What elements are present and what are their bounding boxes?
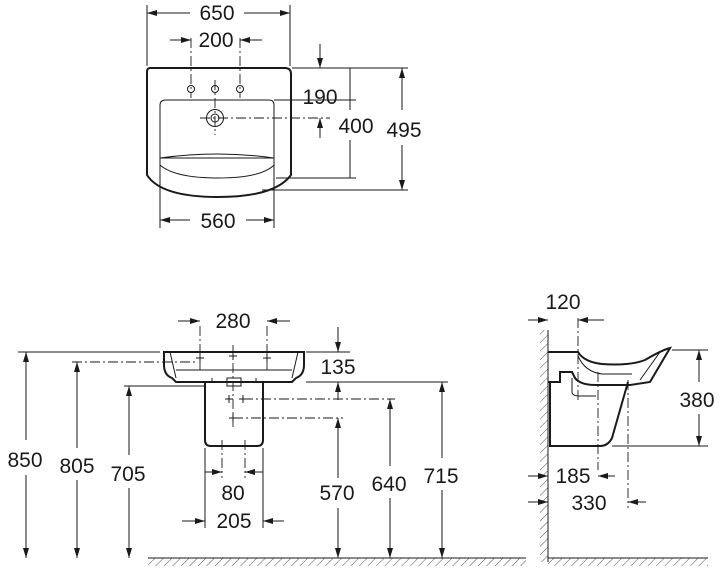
arrow-495-top: [399, 68, 405, 78]
arrow-650-left: [147, 10, 157, 16]
arrow-705-top: [126, 386, 132, 396]
dim-560: 560: [200, 210, 235, 233]
dim-120: 120: [545, 291, 580, 314]
front-basin-inner: [169, 351, 299, 379]
arrow-200-right: [240, 37, 250, 43]
dim-190: 190: [302, 86, 337, 109]
arrow-560-right: [264, 217, 274, 223]
arrow-805-bottom: [74, 548, 80, 558]
arrow-80-right: [245, 469, 255, 475]
dim-805: 805: [59, 455, 94, 478]
arrow-850-top: [23, 352, 29, 362]
arrow-80-left: [212, 469, 222, 475]
side-wall-hatch: [540, 330, 548, 562]
front-view: 280 135 850 805 705 570: [7, 310, 526, 566]
dim-495: 495: [386, 119, 421, 142]
arrow-380-top: [696, 350, 702, 360]
front-basin-outline: [163, 351, 305, 383]
dim-280: 280: [215, 310, 250, 333]
side-floor-hatch: [548, 558, 708, 566]
arrow-850-bottom: [23, 548, 29, 558]
front-floor-hatch: [148, 558, 526, 566]
top-basin-outline: [146, 67, 292, 199]
arrow-650-right: [280, 10, 290, 16]
top-bowl-outline: [159, 99, 275, 159]
front-tap-holes: [196, 352, 271, 422]
dim-650: 650: [199, 2, 234, 25]
arrow-495-bottom: [399, 180, 405, 190]
arrow-205-left: [195, 518, 205, 524]
arrow-640-bottom: [387, 548, 393, 558]
side-pedestal: [549, 381, 629, 447]
front-pedestal: [204, 382, 264, 447]
arrow-280-left: [190, 318, 200, 324]
dim-185: 185: [555, 465, 590, 488]
arrow-330-left: [538, 499, 548, 505]
dim-400: 400: [338, 115, 373, 138]
arrow-190: [317, 58, 323, 68]
dim-705: 705: [110, 463, 145, 486]
side-basin-inner: [577, 351, 661, 381]
top-bowl-front: [159, 158, 275, 179]
dim-715: 715: [423, 465, 458, 488]
dim-850: 850: [7, 449, 42, 472]
arrow-135-top: [335, 342, 341, 352]
arrow-120-right: [578, 317, 588, 323]
arrow-280-right: [267, 318, 277, 324]
arrow-805-top: [74, 362, 80, 372]
arrow-120-left: [538, 317, 548, 323]
front-waste-fitting: [226, 377, 242, 387]
dim-380: 380: [679, 389, 714, 412]
arrow-380-bottom: [696, 436, 702, 446]
arrow-570-top: [335, 418, 341, 428]
top-view: 650 200 190 400 495 560: [146, 2, 422, 233]
arrow-715-top: [439, 382, 445, 392]
dim-205: 205: [216, 510, 251, 533]
dim-80: 80: [221, 482, 244, 505]
dim-330: 330: [571, 492, 606, 515]
arrow-570-bottom: [335, 548, 341, 558]
dim-135: 135: [320, 356, 355, 379]
side-view: 120 380 185 330: [528, 291, 715, 566]
arrow-200-left: [181, 37, 191, 43]
arrow-715-bottom: [439, 548, 445, 558]
side-basin-outline: [548, 346, 673, 386]
top-tap-holes: [187, 85, 244, 93]
top-bowl-curve: [159, 153, 275, 159]
side-trap: [571, 378, 596, 397]
arrow-185-left: [538, 473, 548, 479]
dim-200: 200: [198, 29, 233, 52]
arrow-190-lower: [317, 118, 323, 128]
dim-570: 570: [319, 482, 354, 505]
arrow-705-bottom: [126, 548, 132, 558]
dim-640: 640: [371, 473, 406, 496]
front-pedestal-neck: [211, 378, 257, 382]
arrow-560-left: [160, 217, 170, 223]
arrow-205-right: [263, 518, 273, 524]
arrow-640-top: [387, 399, 393, 409]
